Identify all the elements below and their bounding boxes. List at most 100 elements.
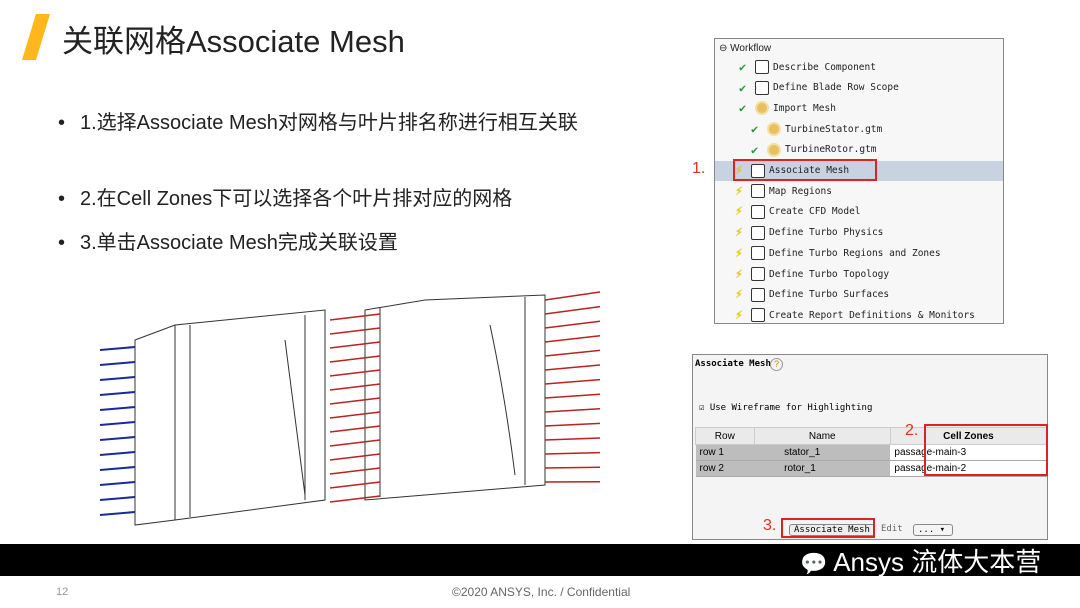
flow-arrow bbox=[329, 439, 381, 447]
flow-arrow bbox=[99, 406, 136, 411]
flow-arrow bbox=[329, 425, 381, 433]
workflow-item[interactable]: ⚡ Define Turbo Regions and Zones bbox=[715, 243, 1003, 263]
mesh-gear-icon bbox=[767, 142, 781, 157]
flow-arrow bbox=[544, 451, 601, 455]
workflow-item-label: TurbineRotor.gtm bbox=[785, 144, 877, 156]
workflow-item[interactable]: ✔Define Blade Row Scope bbox=[715, 78, 1003, 98]
page-number: 12 bbox=[56, 586, 69, 598]
workflow-item[interactable]: ⚡ Create Report Definitions & Monitors bbox=[715, 305, 1003, 325]
help-icon[interactable]: ? bbox=[770, 358, 783, 371]
panel-title: Associate Mesh bbox=[695, 359, 771, 369]
workflow-item-label: Define Turbo Surfaces bbox=[769, 289, 890, 301]
cfd-icon bbox=[751, 204, 765, 219]
workflow-item[interactable]: ✔Describe Component bbox=[715, 57, 1003, 77]
flow-arrow bbox=[544, 422, 601, 427]
bullet-2: •2.在Cell Zones下可以选择各个叶片排对应的网格 bbox=[58, 188, 513, 210]
workflow-item[interactable]: ✔ TurbineRotor.gtm bbox=[715, 140, 1003, 160]
footer-bar bbox=[0, 544, 1080, 576]
workflow-item[interactable]: ⚡ Define Turbo Topology bbox=[715, 264, 1003, 284]
pending-icon: ⚡ bbox=[735, 287, 743, 303]
blade-row-icon bbox=[755, 80, 769, 95]
step-marker-1: 1. bbox=[692, 160, 706, 177]
topology-icon bbox=[751, 267, 765, 281]
flow-arrow bbox=[99, 391, 136, 396]
flow-arrow bbox=[329, 481, 381, 489]
workflow-item-label: Define Turbo Topology bbox=[769, 268, 890, 280]
flow-arrow bbox=[99, 346, 136, 351]
grid-icon bbox=[751, 163, 765, 178]
flow-arrow bbox=[99, 451, 136, 456]
cell-zone-select[interactable]: passage-main-3 bbox=[890, 444, 1047, 461]
pending-icon: ⚡ bbox=[735, 266, 743, 282]
pending-icon: ⚡ bbox=[735, 307, 743, 323]
flow-arrow bbox=[329, 369, 381, 377]
highlight-box-2 bbox=[924, 424, 1048, 476]
flow-arrow bbox=[544, 466, 601, 469]
flow-arrow bbox=[544, 393, 601, 399]
surface-icon bbox=[751, 287, 765, 302]
workflow-item[interactable]: ⚡Map Regions bbox=[715, 181, 1003, 201]
workflow-item-label: Define Blade Row Scope bbox=[773, 82, 899, 94]
pending-icon: ⚡ bbox=[735, 183, 743, 199]
workflow-item-label: Define Turbo Physics bbox=[769, 227, 884, 239]
flow-arrow bbox=[329, 467, 381, 475]
bullet-3: •3.单击Associate Mesh完成关联设置 bbox=[58, 232, 398, 254]
flow-arrow bbox=[329, 453, 381, 461]
flow-arrow bbox=[329, 397, 381, 405]
col-row: Row bbox=[695, 427, 755, 445]
pending-icon: ⚡ bbox=[735, 204, 743, 220]
workflow-item-label: Define Turbo Regions and Zones bbox=[769, 247, 941, 259]
cell-zone-select[interactable]: passage-main-2 bbox=[890, 460, 1047, 477]
col-cell-zones: Cell Zones bbox=[889, 427, 1048, 445]
flow-arrow bbox=[544, 408, 601, 413]
flow-arrow bbox=[544, 335, 601, 343]
bullet-1: •1.选择Associate Mesh对网格与叶片排名称进行相互关联 bbox=[58, 112, 578, 134]
workflow-item-label: Create Report Definitions & Monitors bbox=[769, 309, 975, 321]
map-icon bbox=[751, 184, 765, 199]
workflow-item[interactable]: ✔TurbineStator.gtm bbox=[715, 119, 1003, 139]
workflow-tree: ⊖ Workflow ✔Describe Component✔Define Bl… bbox=[714, 38, 1004, 324]
flow-arrow bbox=[99, 481, 136, 486]
workflow-item[interactable]: ⚡ Define Turbo Surfaces bbox=[715, 285, 1003, 305]
wireframe-checkbox[interactable]: ☑ Use Wireframe for Highlighting bbox=[699, 403, 873, 413]
col-name: Name bbox=[753, 427, 891, 445]
flow-arrow bbox=[544, 349, 601, 357]
flow-arrow bbox=[544, 364, 601, 371]
flow-arrow bbox=[99, 496, 136, 501]
workflow-item[interactable]: ⚡ Define Turbo Physics bbox=[715, 223, 1003, 243]
flow-arrow bbox=[99, 361, 136, 366]
flow-arrow bbox=[99, 421, 136, 426]
report-icon bbox=[751, 308, 765, 323]
highlight-box-1 bbox=[733, 159, 877, 181]
flow-arrow bbox=[329, 341, 381, 349]
brand-slash bbox=[22, 14, 50, 60]
workflow-header[interactable]: ⊖ Workflow bbox=[719, 43, 772, 54]
flow-arrow bbox=[99, 376, 136, 381]
associate-mesh-panel: Associate Mesh ? ☑ Use Wireframe for Hig… bbox=[692, 354, 1048, 540]
check-icon: ✔ bbox=[751, 142, 759, 157]
component-icon bbox=[755, 60, 769, 74]
check-icon: ✔ bbox=[751, 122, 759, 137]
highlight-box-3 bbox=[781, 518, 875, 538]
mesh-gear-icon bbox=[755, 101, 769, 116]
more-dropdown[interactable]: ... ▾ bbox=[913, 524, 953, 536]
pending-icon: ⚡ bbox=[735, 225, 743, 241]
grid-icon bbox=[751, 246, 765, 261]
workflow-item[interactable]: ⚡Create CFD Model bbox=[715, 202, 1003, 222]
flow-arrow bbox=[544, 291, 601, 301]
page-title: 关联网格Associate Mesh bbox=[62, 24, 405, 59]
pending-icon: ⚡ bbox=[735, 245, 743, 261]
flow-arrow bbox=[544, 320, 601, 329]
workflow-item[interactable]: ✔Import Mesh bbox=[715, 98, 1003, 118]
copyright: ©2020 ANSYS, Inc. / Confidential bbox=[452, 585, 631, 599]
physics-icon bbox=[751, 225, 765, 240]
edit-button[interactable]: Edit bbox=[881, 524, 903, 534]
watermark: 💬 Ansys 流体大本营 bbox=[800, 547, 1042, 577]
flow-arrow bbox=[329, 355, 381, 363]
workflow-item[interactable]: ⚡Associate Mesh bbox=[715, 160, 1003, 181]
flow-arrow bbox=[329, 495, 381, 503]
flow-arrow bbox=[99, 466, 136, 471]
